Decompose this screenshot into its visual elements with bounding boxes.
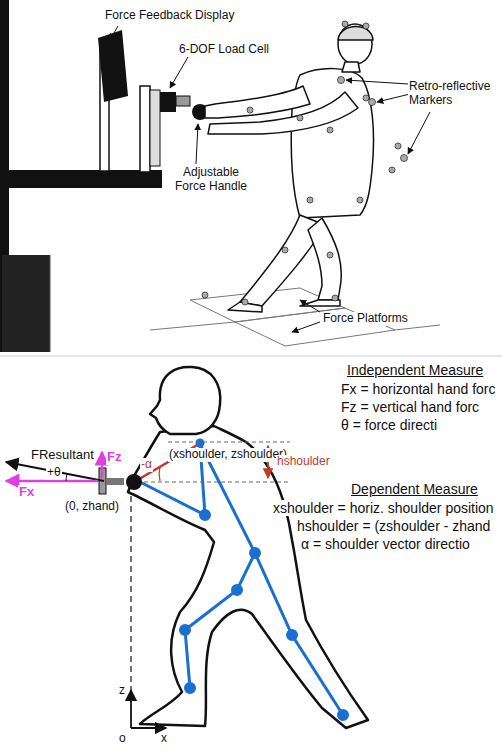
force-label: Fz (106, 450, 122, 465)
part-label: 6-DOF Load Cell (178, 43, 270, 57)
axes (131, 690, 166, 728)
axis-label: x (160, 732, 168, 746)
force-platforms (150, 288, 440, 346)
angle-label: +θ (46, 466, 62, 480)
part-label: Retro-reflective Markers (408, 80, 498, 108)
section-heading: Dependent Measure (350, 481, 479, 497)
force-label: FResultant (30, 448, 95, 463)
skeleton (140, 444, 348, 720)
axis-label: z (118, 684, 126, 698)
part-label: Force Platforms (322, 312, 409, 326)
coordinate-label: (xshoulder, zshoulder) (168, 448, 288, 462)
measure-line: Fx = horizontal hand forc (340, 381, 496, 397)
retro-reflective-markers (202, 21, 408, 305)
leader-lines (110, 26, 430, 332)
measure-line: xshoulder = horiz. shoulder position (272, 500, 495, 516)
measure-line: hshoulder = (zshoulder - zhand (296, 518, 491, 534)
dimension-label: hshoulder (276, 455, 331, 469)
axis-label: o (118, 732, 127, 746)
measure-line: Fz = vertical hand forc (340, 399, 480, 415)
part-label: Adjustable Force Handle (168, 166, 254, 194)
angle-label: -α (140, 458, 153, 472)
part-label: Force Feedback Display (104, 9, 235, 23)
reference-lines (131, 442, 290, 705)
force-label: Fx (18, 485, 35, 500)
measure-line: α = shoulder vector directio (300, 536, 471, 552)
measure-line: θ = force directi (340, 417, 438, 433)
coordinate-label: (0, zhand) (64, 500, 120, 514)
panel-divider (0, 356, 502, 357)
force-vectors (6, 439, 205, 495)
section-heading: Independent Measure (346, 362, 484, 378)
